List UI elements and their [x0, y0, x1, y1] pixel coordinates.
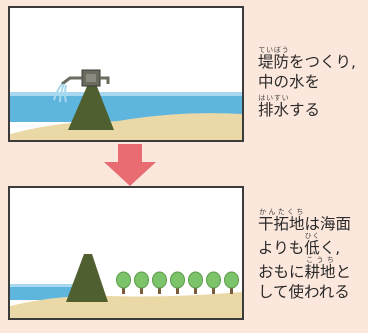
caption-bottom-line3-pre: おもに: [258, 263, 305, 281]
ruby-text-hiku: ひく: [304, 232, 320, 240]
tree-icon: [224, 271, 239, 294]
caption-bottom-line1: 干拓地かんたくちは海面: [258, 208, 366, 234]
ruby-text-kouchi: こうち: [304, 256, 336, 264]
reclaimed-land-illustration: [10, 254, 242, 318]
dike: [66, 254, 108, 302]
caption-dike-drainage: 堤防ていぼうをつくり, 中の水を 排水はいすいする: [258, 46, 366, 120]
caption-bottom-line3-rest: と: [335, 263, 352, 281]
dike: [68, 84, 114, 130]
tree-row: [116, 271, 239, 294]
sea-surface: [10, 92, 242, 96]
pump-icon: [53, 69, 110, 103]
caption-bottom-line2: よりも低ひくく,: [258, 232, 366, 258]
caption-reclaimed-land: 干拓地かんたくちは海面 よりも低ひくく, おもに耕地こうちと して使われる: [258, 208, 366, 304]
caption-bottom-line4: して使われる: [258, 283, 350, 301]
ruby-base-teibou: 堤防: [258, 53, 290, 71]
caption-bottom-line2-pre: よりも: [258, 239, 305, 257]
down-arrow-icon: [104, 144, 156, 186]
ruby-text-haisui: はいすい: [258, 94, 290, 102]
caption-top-line2: 中の水を: [258, 73, 321, 91]
dike-drainage-illustration: [10, 69, 242, 140]
sea-water: [10, 284, 80, 300]
caption-bottom-line2-rest: く,: [319, 239, 341, 257]
panel-reclaimed-land: [8, 186, 244, 320]
tree-icon: [116, 271, 131, 294]
ruby-base-hiku: 低: [304, 239, 320, 257]
tree-icon: [170, 271, 185, 294]
tree-icon: [134, 271, 149, 294]
ruby-text-kantakuchi: かんたくち: [258, 208, 305, 216]
caption-bottom-line1-rest: は海面: [304, 215, 352, 233]
ruby-base-haisui: 排水: [258, 101, 290, 119]
ruby-base-kouchi: 耕地: [304, 263, 336, 281]
tree-icon: [188, 271, 203, 294]
caption-top-line3: 排水はいすいする: [258, 94, 366, 120]
ruby-base-kantakuchi: 干拓地: [258, 215, 305, 233]
tree-icon: [206, 271, 221, 294]
caption-top-line1: 堤防ていぼうをつくり,: [258, 46, 366, 72]
ruby-text-teibou: ていぼう: [258, 46, 290, 54]
caption-top-line1-rest: をつくり,: [289, 53, 356, 71]
sea-surface: [10, 284, 80, 287]
reclaimed-land: [102, 113, 242, 140]
caption-top-line3-rest: する: [289, 101, 321, 119]
panel-dike-drainage: [8, 6, 244, 142]
tree-icon: [152, 271, 167, 294]
caption-bottom-line3: おもに耕地こうちと: [258, 256, 366, 282]
